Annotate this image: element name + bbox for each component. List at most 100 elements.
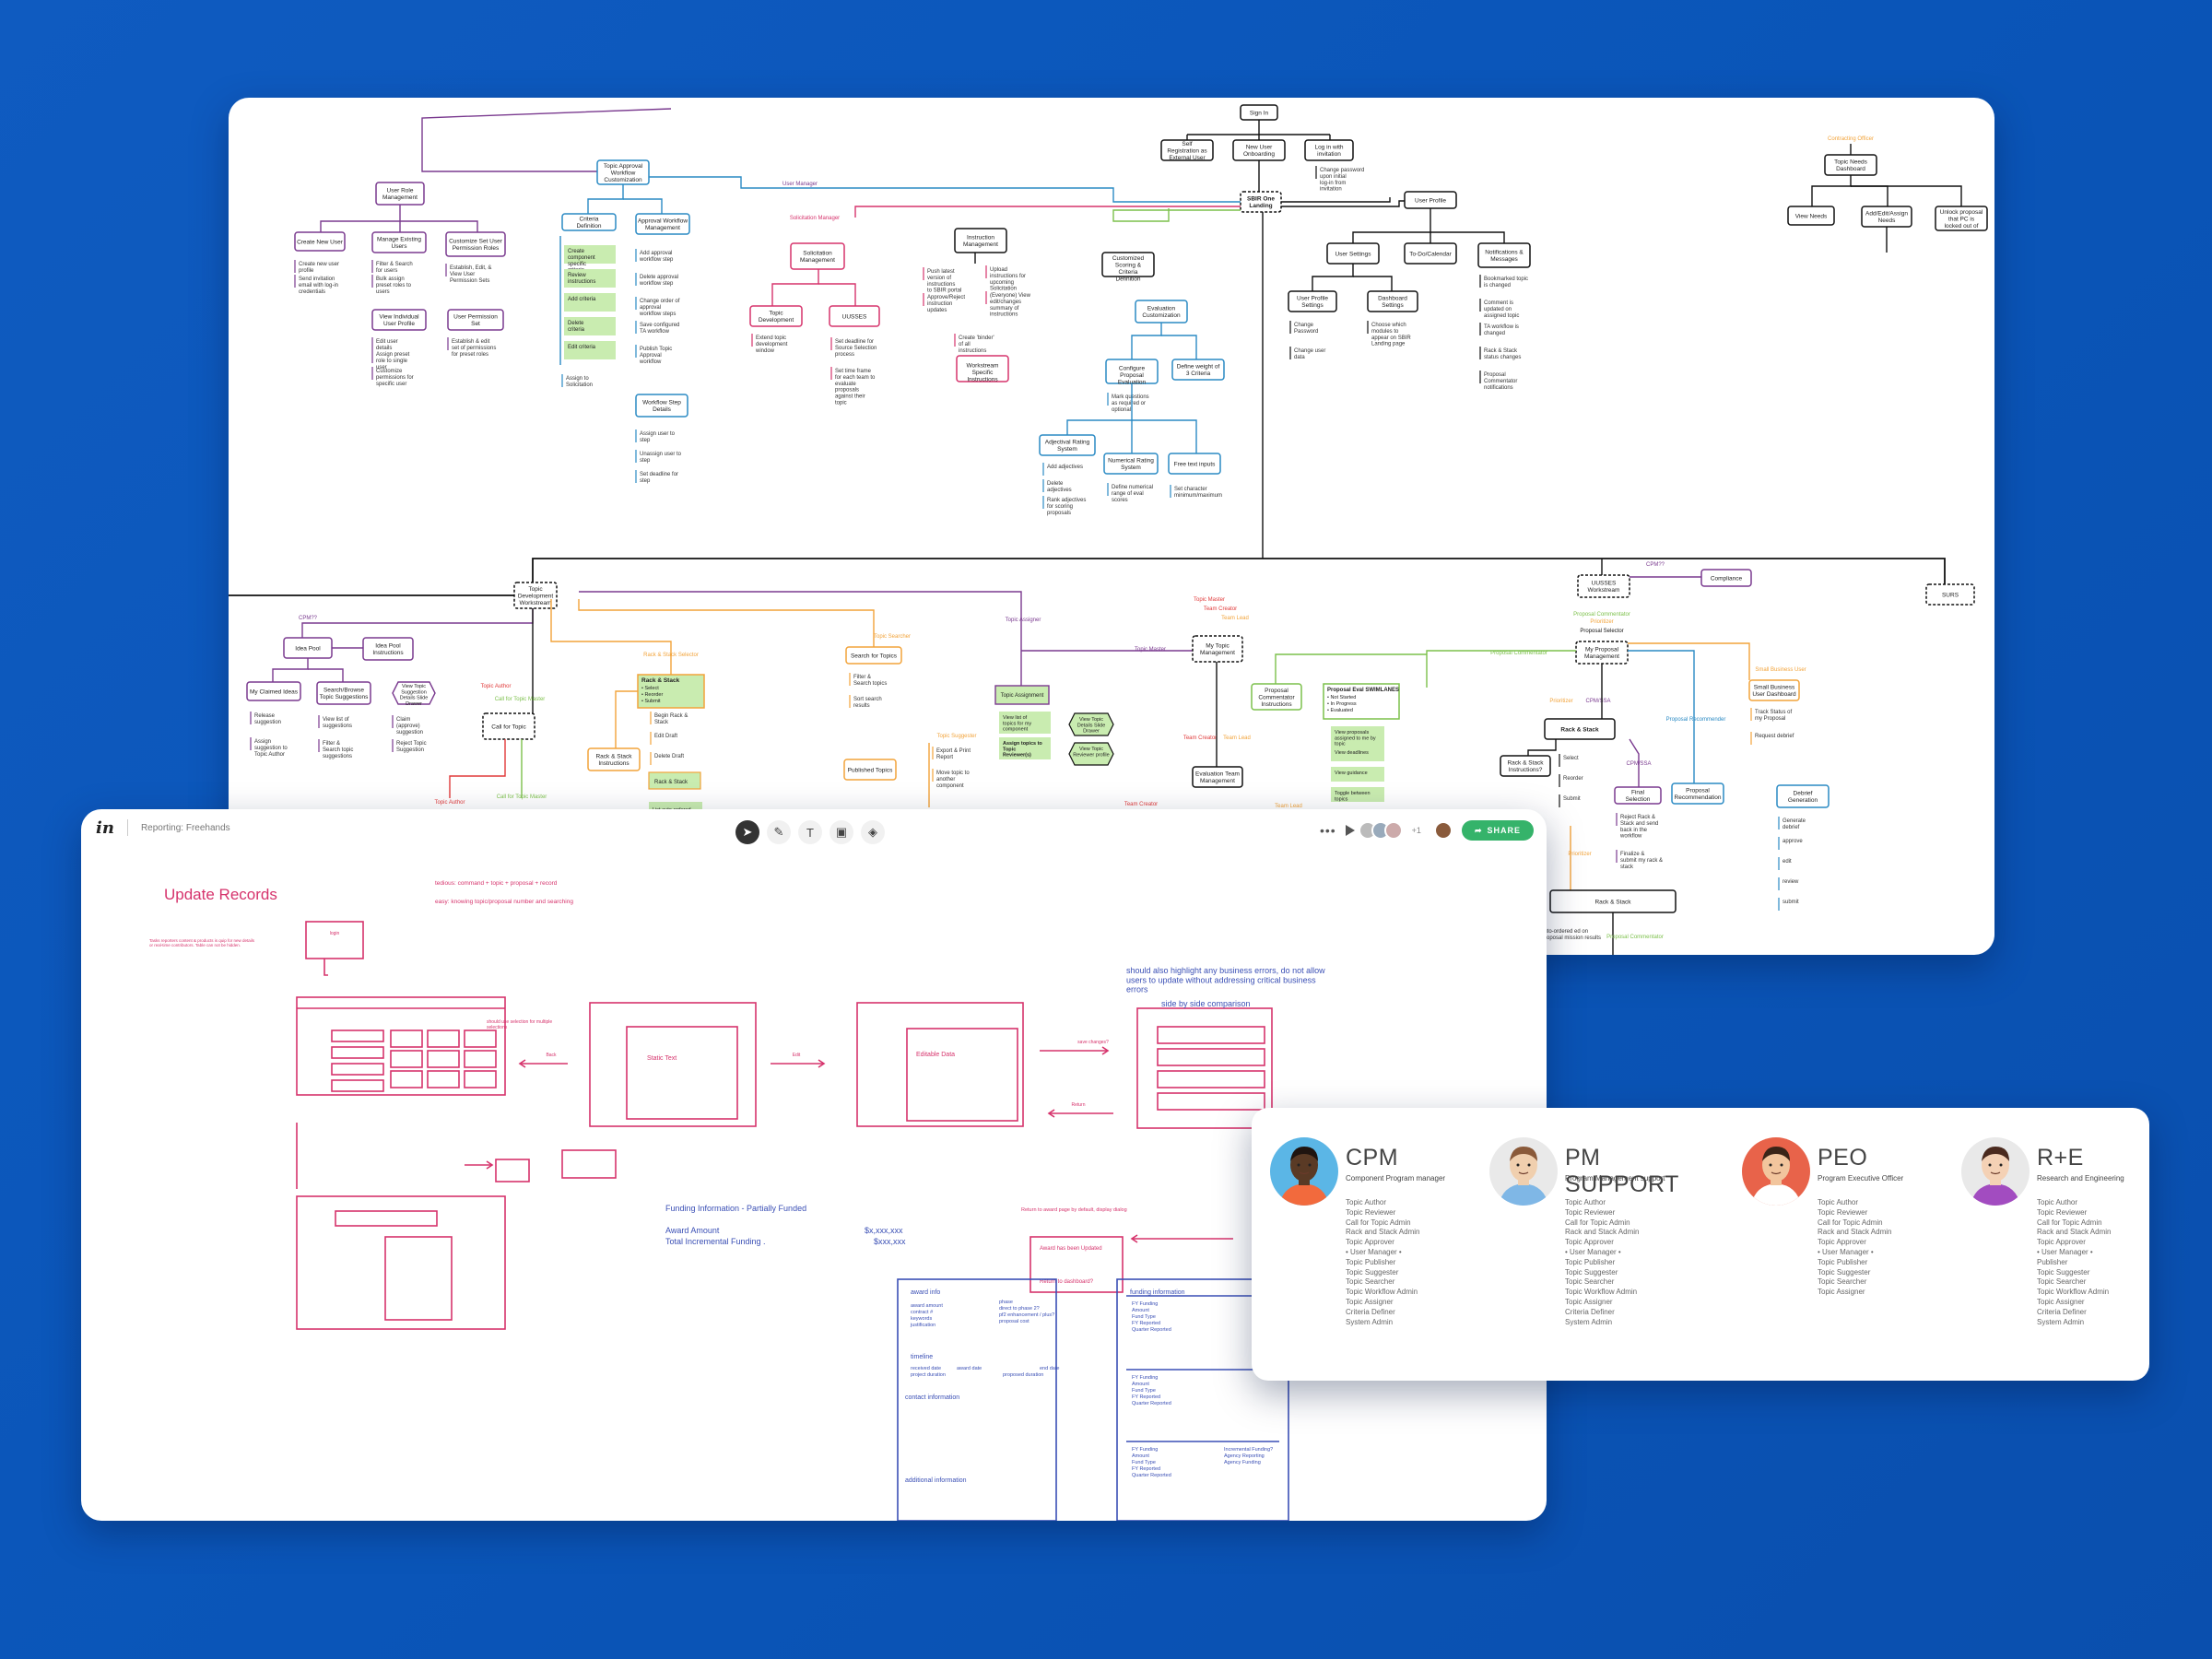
list-row <box>331 1046 384 1059</box>
pen-tool-icon[interactable]: ✎ <box>767 820 791 844</box>
persona-role: Component Program manager <box>1346 1174 1446 1182</box>
list-cell <box>464 1050 497 1068</box>
user-profile-settings-node <box>1288 290 1337 312</box>
green-task <box>564 341 616 359</box>
eval-green-label: View guidance <box>1335 771 1368 776</box>
contact-title: contact information <box>905 1394 959 1401</box>
timeline-field: proposed duration <box>1003 1372 1043 1378</box>
view-needs-node <box>1787 206 1835 226</box>
idea-pool-instructions-node <box>362 637 414 661</box>
phase-field: proposal cost <box>999 1319 1030 1324</box>
pointer-tool-icon[interactable]: ➤ <box>735 820 759 844</box>
document-title[interactable]: Reporting: Freehands <box>140 822 230 833</box>
static-text: Static Text <box>647 1055 677 1062</box>
more-options-icon[interactable]: ••• <box>1319 823 1336 838</box>
fy-field: Fund Type <box>1132 1388 1156 1394</box>
adjectival-rating-node <box>1039 434 1096 456</box>
list-item: Topic Author <box>1565 1198 1606 1206</box>
prop-comm-instructions-node <box>1251 683 1302 711</box>
list-item: Topic Searcher <box>1565 1277 1615 1287</box>
role-label: Team Creator <box>1204 606 1237 612</box>
share-button[interactable]: ➦ SHARE <box>1461 820 1534 841</box>
green-task-label: Add criteria <box>568 297 596 302</box>
share-label: SHARE <box>1487 826 1521 835</box>
list-item: Topic Publisher <box>1565 1257 1616 1266</box>
connector-line <box>1851 185 1888 206</box>
connector-line <box>1851 185 1962 206</box>
fy-field: FY Reported <box>1132 1394 1160 1400</box>
timeline-field: award date <box>957 1366 982 1371</box>
fy-field: Amount <box>1132 1382 1149 1387</box>
swimlanes-item: • In Progress <box>1327 701 1357 707</box>
dashboard-settings-node <box>1367 290 1418 312</box>
search-result <box>384 1236 453 1321</box>
fy-field: Quarter Reported <box>1132 1473 1171 1478</box>
connector-line <box>1161 335 1197 359</box>
approval-workflow-node <box>635 213 690 235</box>
role-label: Topic Searcher <box>874 634 911 640</box>
role-label: Team Lead <box>1223 735 1251 741</box>
list-item: Call for Topic Admin <box>1565 1218 1630 1227</box>
invision-logo[interactable]: in <box>96 818 114 838</box>
share-icon: ➦ <box>1474 825 1483 835</box>
unlock-proposal-node <box>1935 206 1988 231</box>
collaborator-avatars[interactable] <box>1358 821 1403 840</box>
list-item: Call for Topic Admin <box>1818 1218 1883 1227</box>
connector-line <box>1275 653 1427 684</box>
eraser-tool-icon[interactable]: ◈ <box>861 820 885 844</box>
list-cell <box>390 1030 423 1048</box>
arrow-head <box>1101 1046 1110 1055</box>
solicitation-management-node <box>790 242 845 270</box>
agency-reporting-label: Agency Reporting <box>1224 1453 1265 1459</box>
list-item: Topic Reviewer <box>1565 1207 1616 1217</box>
image-tool-icon[interactable]: ▣ <box>830 820 853 844</box>
connector-line <box>578 599 875 647</box>
current-user-avatar[interactable] <box>1433 821 1453 840</box>
avatar <box>1383 821 1403 840</box>
rack-stack-item: • Submit <box>641 699 661 704</box>
final-selection-node <box>1614 786 1662 805</box>
toolbar-right: ••• +1 ➦ SHARE <box>1320 820 1534 841</box>
connector-line <box>449 739 506 798</box>
role-label: Topic Master <box>1135 647 1166 653</box>
compare-row <box>1157 1026 1265 1044</box>
rack-stack-box <box>637 674 705 709</box>
fy-field: FY Reported <box>1132 1466 1160 1472</box>
compliance-node-label: Compliance <box>1711 575 1743 582</box>
role-label: Solicitation Manager <box>790 216 840 221</box>
node-note: Begin Rack &Stack <box>654 713 688 725</box>
connector-line <box>1527 739 1557 756</box>
node-note: Request debrief <box>1755 734 1794 739</box>
list-item: Topic Searcher <box>2037 1277 2087 1287</box>
present-play-icon[interactable] <box>1345 825 1355 836</box>
static-screen <box>589 1002 757 1127</box>
node-note: approve <box>1783 839 1803 844</box>
assign-green <box>999 712 1051 734</box>
more-collaborators-count: +1 <box>1411 826 1421 835</box>
connector-line <box>1312 264 1354 291</box>
text-tool-icon[interactable]: T <box>798 820 822 844</box>
return-label: Return <box>1071 1102 1085 1108</box>
